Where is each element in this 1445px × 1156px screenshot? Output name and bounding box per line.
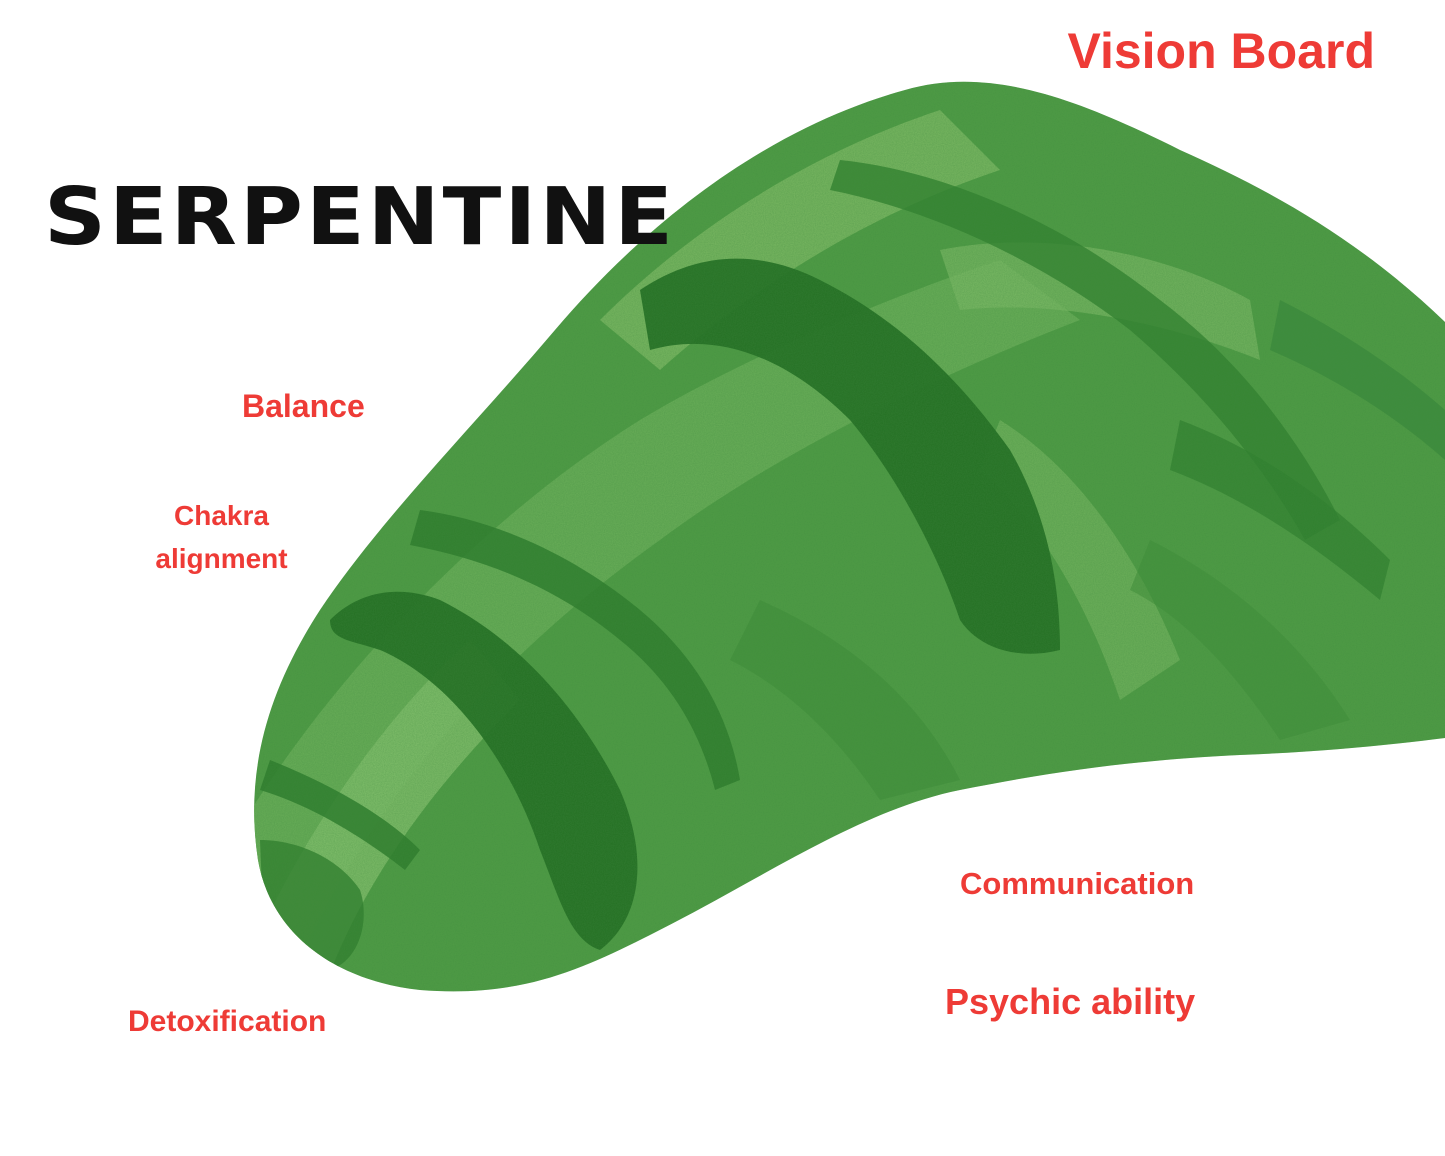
property-chakra-alignment: Chakra alignment — [144, 494, 299, 580]
property-communication: Communication — [960, 866, 1195, 901]
stone-name-heading: SERPENTINE — [44, 171, 677, 264]
chakra-line-1: Chakra — [174, 500, 269, 531]
property-psychic-ability: Psychic ability — [945, 981, 1196, 1022]
property-balance: Balance — [242, 388, 365, 424]
property-detoxification: Detoxification — [128, 1005, 327, 1038]
vision-board-title: Vision Board — [1067, 23, 1375, 79]
chakra-line-2: alignment — [155, 543, 288, 574]
